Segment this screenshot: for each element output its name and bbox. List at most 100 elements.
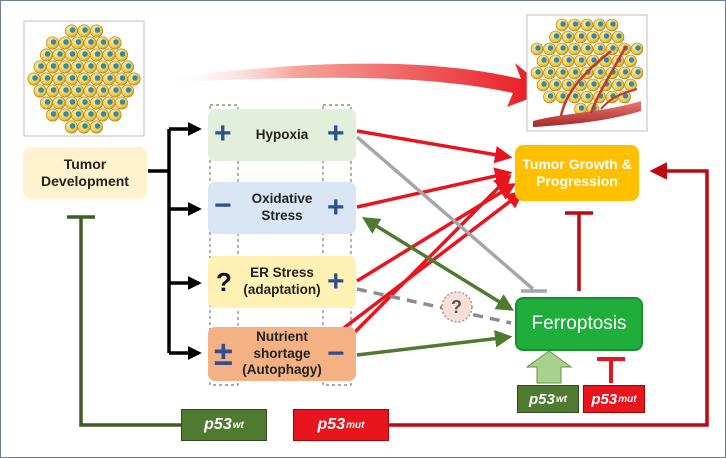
oxidative-stress-box: Oxidative Stress [208, 182, 356, 234]
cell-nucleus [88, 63, 94, 69]
cell-nucleus [107, 99, 113, 105]
tumor-growth-label: Tumor Growth & Progression [522, 155, 632, 190]
cell-nucleus [119, 99, 126, 105]
cell-nucleus [616, 33, 622, 39]
cell-nucleus [94, 99, 101, 105]
cell-nucleus [547, 93, 554, 99]
cell-nucleus [94, 75, 101, 81]
cell-nucleus [597, 45, 604, 51]
cell-nucleus [63, 111, 69, 117]
cell-nucleus [541, 81, 547, 87]
cell-nucleus [82, 123, 88, 129]
er-wt-question: ? [216, 267, 232, 297]
p53wt-ferroptosis-up-arrow [525, 350, 573, 384]
cell-nucleus [585, 21, 591, 27]
cell-nucleus [610, 45, 616, 51]
cell-nucleus [591, 33, 597, 39]
cell-nucleus [560, 69, 566, 75]
cell-nucleus [100, 87, 107, 93]
cell-nucleus [75, 87, 82, 93]
cell-nucleus [69, 75, 76, 81]
cell-nucleus [88, 87, 94, 93]
ferroptosis-box: Ferroptosis [515, 297, 643, 351]
tumor-growth-box: Tumor Growth & Progression [515, 145, 639, 201]
cell-nucleus [553, 57, 560, 63]
oxidative-stress-label: Oxidative Stress [251, 191, 313, 223]
cell-nucleus [622, 93, 629, 99]
cell-nucleus [591, 57, 597, 63]
cell-nucleus [50, 63, 57, 69]
cell-nucleus [572, 45, 579, 51]
cell-nucleus [113, 87, 119, 93]
cell-nucleus [94, 27, 101, 33]
nutrient-shortage-box: Nutrient shortage (Autophagy) [208, 327, 356, 381]
cell-nucleus [572, 69, 579, 75]
cell-nucleus [560, 93, 566, 99]
cell-nucleus [113, 111, 119, 117]
cell-nucleus [82, 27, 88, 33]
cell-nucleus [63, 39, 69, 45]
hypoxia-wt-sign: + [214, 117, 232, 150]
p53wt-bottom-base: p53 [204, 416, 232, 433]
cell-nucleus [119, 75, 126, 81]
p53wt-bottom-sup: wt [232, 419, 244, 431]
cell-nucleus [44, 51, 51, 57]
cell-nucleus [628, 81, 635, 87]
cell-nucleus [100, 111, 107, 117]
cell-nucleus [585, 93, 591, 99]
cell-nucleus [585, 45, 591, 51]
cell-nucleus [125, 87, 132, 93]
cell-nucleus [622, 69, 629, 75]
unknown-mechanism-circle [441, 291, 473, 323]
cell-nucleus [82, 51, 88, 57]
cell-nucleus [57, 51, 63, 57]
cell-nucleus [603, 57, 610, 63]
cell-nucleus [578, 105, 585, 111]
nutrient-ferroptosis-arrow [356, 329, 513, 357]
cell-nucleus [597, 21, 604, 27]
cell-nucleus [32, 75, 38, 81]
tumor-cell-cluster-image [23, 20, 145, 137]
cell-nucleus [635, 45, 641, 51]
cell-nucleus [628, 57, 635, 63]
cell-nucleus [88, 111, 94, 117]
tumor-progression-arrow [161, 63, 549, 107]
cell-nucleus [44, 99, 51, 105]
oxidative-wt-sign: − [214, 189, 232, 222]
cell-nucleus [94, 123, 101, 129]
oxidative-mut-sign: + [327, 191, 345, 224]
nutrient-shortage-label: Nutrient shortage (Autophagy) [242, 328, 322, 378]
er-ferroptosis-dashed [356, 287, 512, 325]
ferroptosis-label: Ferroptosis [531, 313, 627, 335]
p53wt-ferroptosis-sup: wt [555, 393, 567, 405]
cell-nucleus [69, 123, 76, 129]
er-mut-sign: + [327, 265, 345, 298]
cell-nucleus [100, 39, 107, 45]
er-stress-box: ER Stress (adaptation) [208, 256, 356, 308]
cell-nucleus [591, 81, 597, 87]
cell-nucleus [541, 57, 547, 63]
cell-nucleus [635, 69, 641, 75]
cell-nucleus [113, 39, 119, 45]
p53mut-bottom-base: p53 [317, 416, 346, 433]
unknown-mechanism-question: ? [451, 297, 462, 317]
cell-nucleus [82, 99, 88, 105]
p53mut-ferroptosis-sup: mut [618, 393, 637, 405]
cell-nucleus [566, 57, 572, 63]
p53mut-growth-activation [389, 162, 709, 427]
ferroptosis-growth-inhibition [565, 211, 593, 291]
cell-nucleus [125, 63, 132, 69]
hypoxia-mut-sign: + [327, 117, 345, 150]
cell-nucleus [119, 51, 126, 57]
nutrient-mut-sign: − [327, 337, 345, 370]
cell-nucleus [572, 93, 579, 99]
p53mut-bottom-sup: mut [346, 419, 365, 431]
cell-nucleus [38, 87, 44, 93]
cell-nucleus [38, 63, 44, 69]
er-stress-label: ER Stress (adaptation) [243, 265, 321, 297]
cell-nucleus [69, 27, 76, 33]
hypoxia-label: Hypoxia [255, 126, 309, 142]
